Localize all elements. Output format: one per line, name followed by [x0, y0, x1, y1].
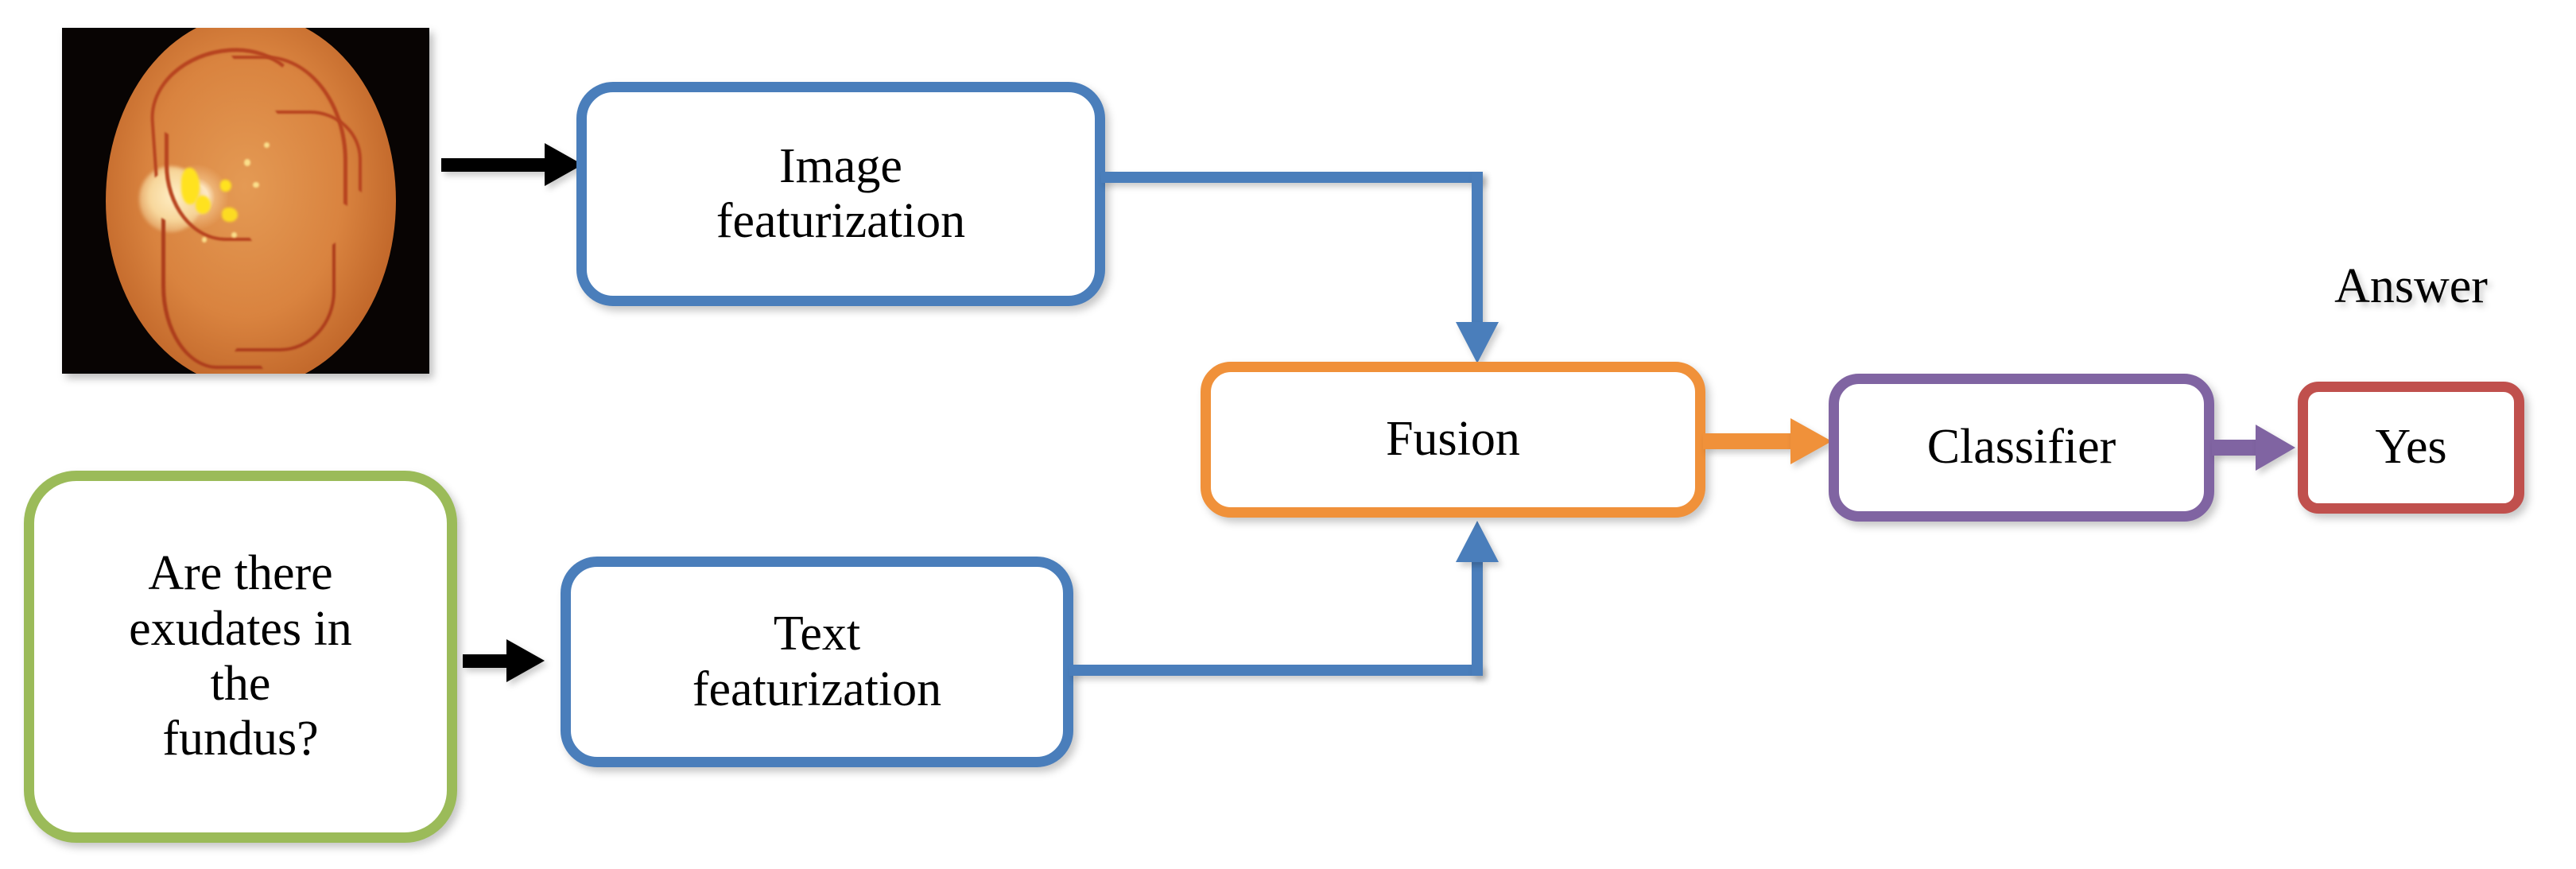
text-featurization-label: Text featurization	[692, 607, 942, 716]
edge-classifier-to-answer-line	[2212, 440, 2256, 456]
edge-classifier-to-answer-arrowhead	[2256, 425, 2295, 471]
exudate-spot	[221, 208, 239, 223]
answer-label: Yes	[2375, 420, 2447, 475]
text-featurization-box[interactable]: Text featurization	[561, 557, 1073, 767]
exudate-speck	[201, 237, 208, 243]
answer-box[interactable]: Yes	[2298, 382, 2524, 514]
exudate-speck	[264, 142, 270, 148]
retinal-vessel	[161, 218, 263, 369]
fusion-label: Fusion	[1386, 412, 1520, 467]
fundus-image	[62, 28, 429, 374]
retinal-vessel	[235, 242, 336, 352]
retinal-vessel	[274, 111, 362, 193]
exudate-spot	[195, 195, 211, 214]
exudate-spot	[181, 168, 200, 204]
exudate-speck	[253, 181, 259, 188]
question-label: Are there exudates in the fundus?	[129, 546, 352, 766]
edge-imgfeat-to-fusion-arrowhead	[1456, 322, 1499, 363]
edge-question-to-textfeat-arrowhead	[506, 639, 545, 682]
exudate-spot	[219, 180, 231, 192]
edge-fusion-to-classifier-arrowhead	[1790, 418, 1832, 464]
image-featurization-box[interactable]: Image featurization	[576, 82, 1105, 306]
edge-image-to-featurization-line	[441, 158, 545, 172]
edge-imgfeat-to-fusion-vertical	[1472, 172, 1483, 328]
edge-fusion-to-classifier-line	[1703, 433, 1790, 449]
classifier-box[interactable]: Classifier	[1829, 374, 2214, 522]
question-box[interactable]: Are there exudates in the fundus?	[24, 471, 457, 843]
edge-textfeat-to-fusion-arrowhead	[1456, 521, 1499, 562]
edge-question-to-textfeat-line	[463, 654, 506, 668]
answer-caption: Answer	[2334, 259, 2488, 313]
exudate-speck	[231, 231, 238, 239]
edge-textfeat-to-fusion-horizontal	[1069, 665, 1483, 676]
image-featurization-label: Image featurization	[716, 138, 966, 248]
edge-imgfeat-to-fusion-horizontal	[1101, 172, 1483, 183]
classifier-label: Classifier	[1926, 420, 2116, 475]
exudate-speck	[243, 159, 250, 166]
fusion-box[interactable]: Fusion	[1201, 362, 1705, 518]
edge-textfeat-to-fusion-vertical	[1472, 561, 1483, 676]
